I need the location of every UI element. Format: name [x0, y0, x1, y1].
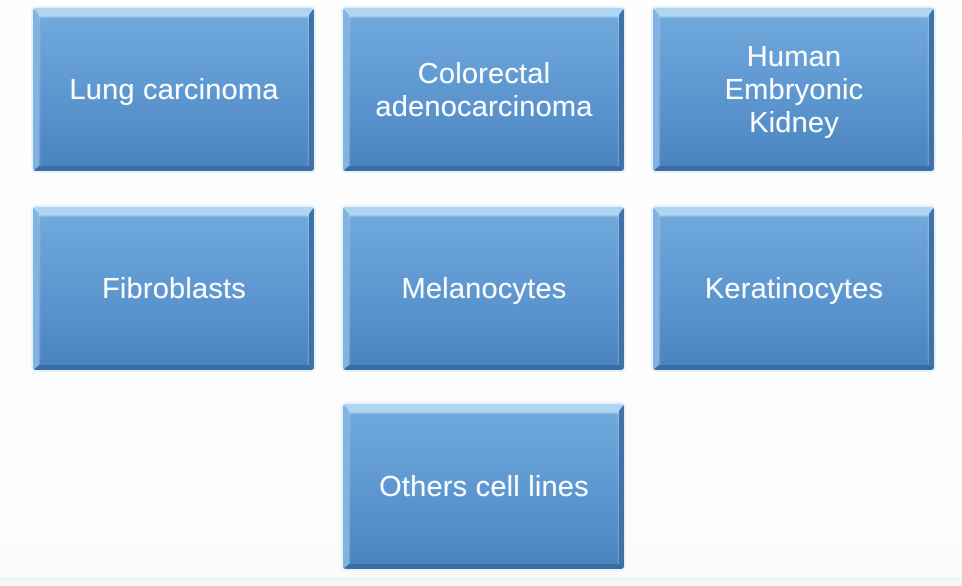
node-label: Human Embryonic Kidney	[724, 41, 864, 139]
node-others-cell-lines: Others cell lines	[343, 404, 624, 569]
node-lung-carcinoma: Lung carcinoma	[33, 8, 314, 171]
node-label: Lung carcinoma	[69, 74, 279, 106]
node-label: Colorectal adenocarcinoma	[375, 57, 593, 123]
node-human-embryonic-kidney: Human Embryonic Kidney	[653, 8, 934, 171]
node-colorectal-adenocarcinoma: Colorectal adenocarcinoma	[343, 8, 624, 171]
node-label: Melanocytes	[401, 273, 567, 305]
node-keratinocytes: Keratinocytes	[653, 207, 934, 370]
node-melanocytes: Melanocytes	[343, 207, 624, 370]
node-fibroblasts: Fibroblasts	[33, 207, 314, 370]
node-label: Keratinocytes	[704, 273, 884, 305]
node-label: Fibroblasts	[101, 273, 247, 305]
bottom-edge-strip	[0, 578, 962, 586]
node-label: Others cell lines	[379, 471, 589, 503]
